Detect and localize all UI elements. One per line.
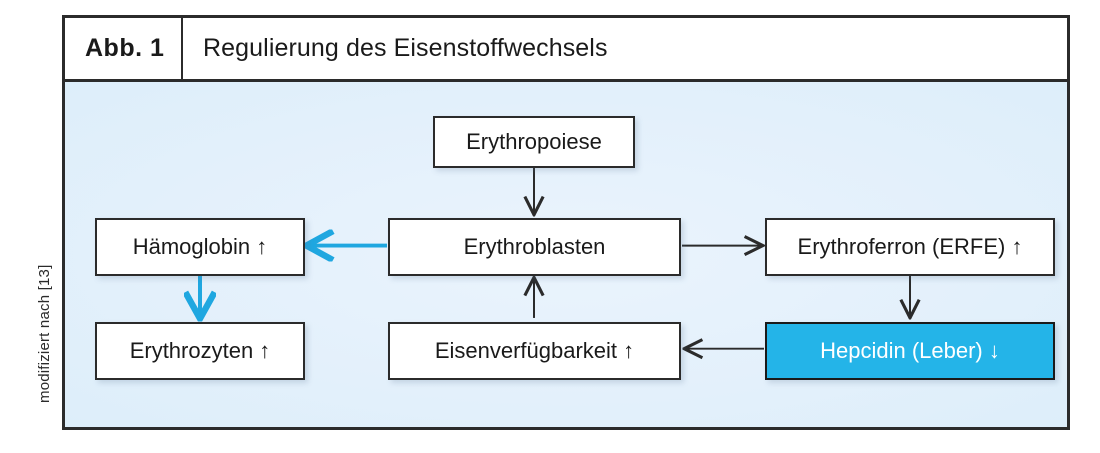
figure-header: Abb. 1 Regulierung des Eisenstoffwechsel… <box>65 18 1067 82</box>
node-hepcidin[interactable]: Hepcidin (Leber) ↓ <box>765 322 1055 380</box>
diagram-canvas: Erythropoiese Hämoglobin ↑ Erythroblaste… <box>65 82 1067 427</box>
source-note: modifiziert nach [13] <box>30 0 60 453</box>
node-erythroferron[interactable]: Erythroferron (ERFE) ↑ <box>765 218 1055 276</box>
connector-layer <box>65 167 1067 427</box>
figure-frame: Abb. 1 Regulierung des Eisenstoffwechsel… <box>62 15 1070 430</box>
node-erythropoiese[interactable]: Erythropoiese <box>433 116 635 168</box>
node-eisenverfuegbarkeit[interactable]: Eisenverfügbarkeit ↑ <box>388 322 681 380</box>
figure-title: Regulierung des Eisenstoffwechsels <box>203 34 608 62</box>
figure-number-label: Abb. 1 <box>65 18 183 79</box>
node-erythrozyten[interactable]: Erythrozyten ↑ <box>95 322 305 380</box>
source-note-label: modifiziert nach [13] <box>36 264 53 403</box>
node-haemoglobin[interactable]: Hämoglobin ↑ <box>95 218 305 276</box>
node-erythroblasten[interactable]: Erythroblasten <box>388 218 681 276</box>
